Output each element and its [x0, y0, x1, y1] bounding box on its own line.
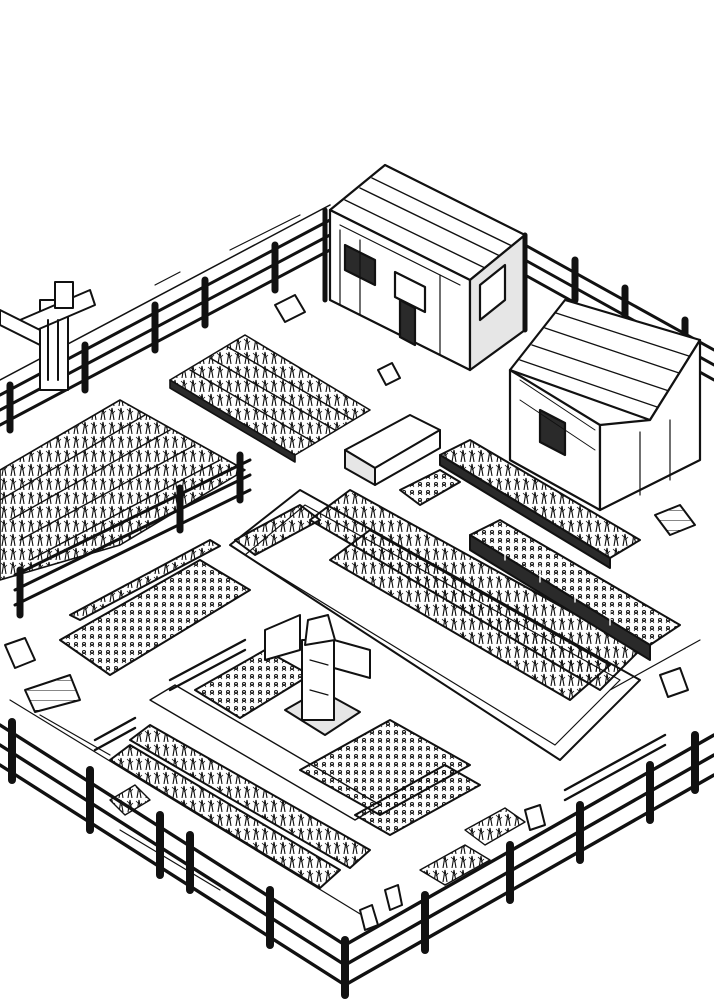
fence-inner-left	[13, 451, 252, 619]
farmhouse-icon	[322, 163, 528, 372]
fence-post-group	[6, 241, 279, 434]
crop-row-icon	[109, 784, 526, 886]
fence-front	[0, 718, 714, 999]
storage-bins	[344, 414, 461, 506]
windmill-post-icon	[0, 281, 96, 391]
scarecrow-statue-icon	[264, 614, 371, 736]
crop-field-top	[169, 334, 371, 463]
central-garden	[59, 489, 641, 889]
fence-garden-small	[93, 638, 667, 802]
crate-icon	[4, 294, 696, 931]
barn-icon	[508, 298, 702, 512]
planter-boxes	[439, 439, 681, 661]
ground-lines	[9, 214, 701, 921]
fence-post-group	[8, 718, 699, 999]
